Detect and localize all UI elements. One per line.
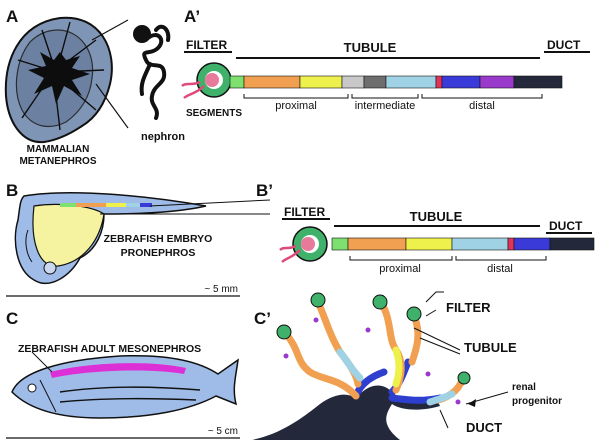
proximal-label-b: proximal <box>379 263 421 275</box>
filter-label-b: FILTER <box>284 205 325 219</box>
renal-label: renal <box>512 382 536 393</box>
adult-mesonephros-label: ZEBRAFISH ADULT MESONEPHROS <box>18 343 201 355</box>
metanephros-label: METANEPHROS <box>19 156 96 167</box>
panel-c-prime: C’ <box>252 291 562 440</box>
segbar-a-segment-2 <box>299 75 343 89</box>
segbar-a-segment-7 <box>441 75 481 89</box>
segbar-b-segment-1 <box>347 237 407 251</box>
zebrafish-adult <box>11 354 239 419</box>
proximal-label-a: proximal <box>275 100 317 112</box>
panel-b-prime: B’ FILTER TUBULE DUCT proximal distal <box>256 181 595 275</box>
segments-label: SEGMENTS <box>186 108 242 119</box>
tubule-label-a: TUBULE <box>344 40 397 55</box>
nephron-label: nephron <box>141 131 185 143</box>
tubule-label-c: TUBULE <box>464 340 517 355</box>
duct-label-b: DUCT <box>549 219 583 233</box>
glomerulus-a <box>181 62 232 99</box>
segbar-b-segment-2 <box>405 237 453 251</box>
segbar-a-segment-4 <box>363 75 387 89</box>
segbar-a-segment-8 <box>479 75 515 89</box>
segbar-a-segment-5 <box>385 75 437 89</box>
segbar-a-segment-9 <box>513 75 563 89</box>
segbar-b-segment-4 <box>507 237 515 251</box>
collecting-duct-base <box>252 385 440 440</box>
panel-c-letter: C <box>6 309 18 328</box>
panel-a-letter: A <box>6 7 18 26</box>
panel-c: C ZEBRAFISH ADULT MESONEPHROS ~ 5 cm <box>6 309 240 439</box>
scale-c: ~ 5 cm <box>208 426 238 437</box>
segment-bar-a <box>229 75 563 89</box>
zebrafish-embryo <box>14 191 207 285</box>
panel-a: A nephron MAMMALIAN METANEPHROS <box>4 7 185 167</box>
distal-label-b: distal <box>487 263 513 275</box>
segbar-b-segment-0 <box>331 237 349 251</box>
panel-b-prime-letter: B’ <box>256 181 273 200</box>
duct-label-a: DUCT <box>547 38 581 52</box>
nephron-illustration <box>133 24 171 120</box>
panel-c-prime-letter: C’ <box>254 309 271 328</box>
filter-label-a: FILTER <box>186 38 227 52</box>
renal-progenitors <box>283 317 461 405</box>
glomerulus-b <box>279 226 328 263</box>
segment-bar-b <box>331 237 595 251</box>
segbar-b-segment-5 <box>513 237 551 251</box>
progenitor-label: progenitor <box>512 396 562 407</box>
pronephros-label: PRONEPHROS <box>121 247 196 259</box>
zebrafish-embryo-label: ZEBRAFISH EMBRYO <box>104 233 213 245</box>
mammalian-label: MAMMALIAN <box>27 144 90 155</box>
segbar-a-segment-1 <box>243 75 301 89</box>
segbar-a-segment-6 <box>435 75 443 89</box>
panel-b: B ZEBRAFISH EMBRYO PRONEPHROS ~ 5 mm <box>6 181 271 297</box>
panel-a-prime-letter: A’ <box>184 7 200 26</box>
segbar-b-segment-6 <box>549 237 595 251</box>
filter-label-c: FILTER <box>446 300 491 315</box>
intermediate-label-a: intermediate <box>355 100 416 112</box>
segbar-b-segment-3 <box>451 237 509 251</box>
zoom-line-b2 <box>149 199 271 207</box>
panel-b-letter: B <box>6 181 18 200</box>
kidney-illustration <box>4 16 113 144</box>
segbar-a-segment-3 <box>341 75 365 89</box>
distal-label-a: distal <box>469 100 495 112</box>
scale-b: ~ 5 mm <box>204 284 238 295</box>
panel-a-prime: A’ FILTER TUBULE DUCT SEGMENTS proximal … <box>181 7 590 119</box>
duct-label-c: DUCT <box>466 420 502 435</box>
tubules <box>282 298 466 406</box>
zoom-line-top <box>91 19 129 41</box>
glomeruli-c <box>276 292 471 385</box>
segbar-a-segment-0 <box>229 75 245 89</box>
tubule-label-b: TUBULE <box>410 209 463 224</box>
zoom-line-bottom <box>95 83 129 129</box>
